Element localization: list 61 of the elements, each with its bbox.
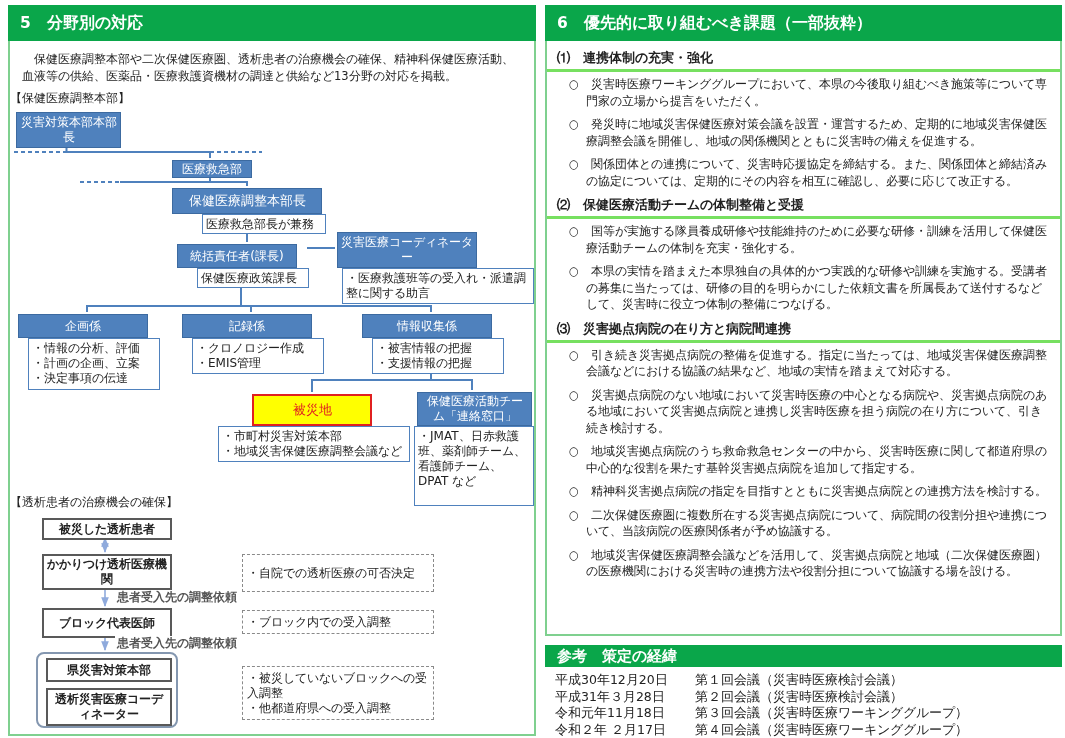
org-box: 保健医療調整本部長 — [172, 188, 322, 214]
note-box: 医療救急部長が兼務 — [202, 214, 326, 234]
intro-paragraph: 保健医療調整本部や二次保健医療圏、透析患者の治療機会の確保、精神科保健医療活動、血液等の供給、医薬品・医療救護資機材の調達と供給など13分野の対応を掲載。 — [22, 51, 515, 85]
table-cell-text: 第１回会議（災害時医療検討会議） — [695, 672, 904, 689]
note-box: ・ブロック内での受入調整 — [242, 610, 434, 634]
process-box: 被災した透析患者 — [42, 518, 172, 540]
group-frame — [36, 652, 178, 728]
org-box: 企画係 — [18, 314, 148, 338]
process-box: ブロック代表医師 — [42, 608, 172, 638]
bullet-text: ○ 本県の実情を踏まえた本県独自の具体的かつ実践的な研修や訓練を実施する。受講者の募集に当たっては、研修の目的を明らかにした依頼文書を所属長あて送付するなどして、災害時に役立つ体制の整備につなげる。 — [569, 263, 1049, 313]
table-cell-text: 第３回会議（災害時医療ワーキンググループ） — [695, 705, 969, 722]
section-header: 6 優先的に取り組むべき課題（一部抜粋） — [545, 5, 1062, 41]
section-label: 【保健医療調整本部】 — [10, 90, 130, 107]
process-box: 透析災害医療コーディネーター — [46, 688, 172, 726]
alert-box: 被災地 — [252, 394, 372, 426]
bullet-text: ○ 地域災害拠点病院のうち救命救急センターの中から、災害時医療に関して都道府県の中心的な役割を果たす基幹災害拠点病院を追加して指定する。 — [569, 443, 1049, 476]
section-header: 5 分野別の対応 — [8, 5, 536, 41]
bullet-text: ○ 災害拠点病院のない地域において災害時医療の中心となる病院や、災害拠点病院のある地域において災害拠点病院と連携し災害時医療を担う病院の在り方について、引き続き検討する。 — [569, 386, 1049, 436]
edge-label: 患者受入先の調整依頼 — [115, 590, 239, 604]
bullet-text: ○ 二次保健医療圏に複数所在する災害拠点病院について、病院間の役割分担や連携について、当該病院の医療関係者が予め協議する。 — [569, 506, 1049, 540]
org-box: 情報収集係 — [362, 314, 492, 338]
note-box: ・自院での透析医療の可否決定 — [242, 554, 434, 592]
note-box: ・市町村災害対策本部 ・地域災害保健医療調整会議など — [218, 426, 410, 462]
bullet-text: ○ 地域災害保健医療調整会議などを活用して、災害拠点病院と地域（二次保健医療圏）の医療機関における災害時の連携方法や役割分担について協議する場を設ける。 — [569, 546, 1049, 580]
note-box: ・クロノロジー作成 ・EMIS管理 — [192, 338, 324, 374]
note-box: ・JMAT、日赤救護班、薬剤師チーム、看護師チーム、DPAT など — [414, 426, 534, 506]
note-box: 保健医療政策課長 — [197, 268, 309, 288]
connector-line — [306, 247, 336, 249]
org-box: 保健医療活動チーム「連絡窓口」 — [417, 392, 532, 426]
table-cell-text: 平成30年12月20日 — [555, 672, 669, 689]
subsection-heading: ⑴ 連携体制の充実・強化 — [547, 49, 1060, 72]
process-box: かかりつけ透析医療機関 — [42, 554, 172, 590]
table-cell-text: 令和２年 ２月17日 — [555, 721, 667, 738]
bullet-text: ○ 関係団体との連携について、災害時応援協定を締結する。また、関係団体と締結済みの協定については、定期的にその内容を相互に確認し、必要に応じて改正する。 — [569, 156, 1049, 189]
org-box: 災害医療コーディネーター — [337, 232, 477, 268]
note-box: ・被災していないブロックへの受入調整 ・他都道府県への受入調整 — [242, 666, 434, 720]
section-panel — [8, 5, 536, 736]
edge-label: 患者受入先の調整依頼 — [115, 636, 239, 650]
bullet-text: ○ 発災時に地域災害保健医療対策会議を設置・運営するため、定期的に地域災害保健医療調整会議を開催し、地域の関係機関とともに災害時の備えを促進する。 — [569, 116, 1049, 149]
section-header: 参考 策定の経緯 — [545, 645, 1062, 667]
table-cell-text: 第２回会議（災害時医療検討会議） — [695, 688, 904, 705]
subsection-heading: ⑶ 災害拠点病院の在り方と病院間連携 — [547, 319, 1060, 343]
bullet-text: ○ 引き続き災害拠点病院の整備を促進する。指定に当たっては、地域災害保健医療調整会議などにおける協議の結果など、地域の実情を踏まえて対応する。 — [569, 346, 1049, 380]
process-box: 県災害対策本部 — [46, 658, 172, 682]
table-cell-text: 平成31年３月28日 — [555, 688, 666, 705]
org-box: 医療救急部 — [172, 160, 252, 178]
org-box: 災害対策本部本部長 — [16, 112, 121, 148]
subsection-heading: ⑵ 保健医療活動チームの体制整備と受援 — [547, 196, 1060, 219]
section-panel — [545, 5, 1062, 636]
bullet-text: ○ 災害時医療ワーキンググループにおいて、本県の今後取り組むべき施策等について専門家の立場から提言をいただく。 — [569, 76, 1049, 109]
bullet-text: ○ 国等が実施する隊員養成研修や技能維持のために必要な研修・訓練を活用して保健医療活動チームの体制を充実・強化する。 — [569, 223, 1049, 256]
reference-panel — [545, 645, 1062, 738]
note-box: ・医療救護班等の受入れ・派遣調整に関する助言 — [342, 268, 534, 304]
note-box: ・情報の分析、評価 ・計画の企画、立案 ・決定事項の伝達 — [28, 338, 160, 390]
org-box: 記録係 — [182, 314, 312, 338]
note-box: ・被害情報の把握 ・支援情報の把握 — [372, 338, 504, 374]
table-cell-text: 令和元年11月18日 — [555, 705, 666, 722]
table-cell-text: 第４回会議（災害時医療ワーキンググループ） — [695, 721, 969, 738]
org-box: 統括責任者(課長) — [177, 244, 297, 268]
section-label: 【透析患者の治療機会の確保】 — [10, 494, 178, 511]
bullet-text: ○ 精神科災害拠点病院の指定を目指すとともに災害拠点病院との連携方法を検討する。 — [569, 483, 1049, 500]
